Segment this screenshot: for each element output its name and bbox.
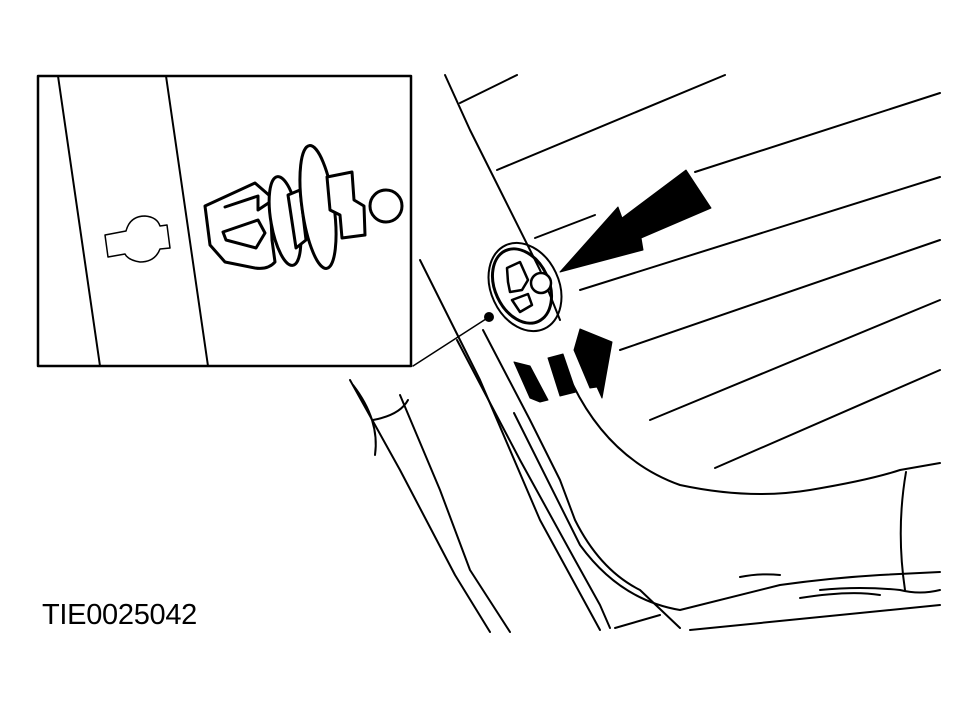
retainer-clip-icon <box>203 144 404 270</box>
leader-line <box>412 312 494 367</box>
clip-detail-inset <box>36 74 413 368</box>
pointer-arrow-icon <box>559 169 712 273</box>
keyhole-slot-icon <box>104 215 171 263</box>
rotation-arrow-icon <box>513 328 613 403</box>
installed-retainer-clip <box>487 241 563 333</box>
figure-id-label: TIE0025042 <box>42 599 198 631</box>
trim-panel-lines <box>349 74 941 633</box>
